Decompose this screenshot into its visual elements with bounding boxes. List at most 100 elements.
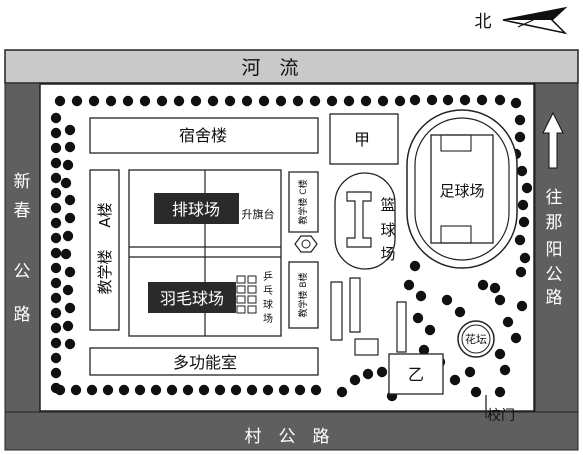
tree-icon <box>515 266 527 278</box>
tree-icon <box>310 384 322 396</box>
tree-icon <box>50 172 62 184</box>
multi-function-room-label: 多功能室 <box>173 353 237 372</box>
tree-icon <box>50 367 62 379</box>
tree-icon <box>516 300 528 312</box>
tree-icon <box>521 182 533 194</box>
tree-icon <box>198 384 210 396</box>
svg-text:那: 那 <box>546 213 563 233</box>
tree-icon <box>50 337 62 349</box>
tree-icon <box>360 95 372 107</box>
tree-icon <box>441 294 453 306</box>
tree-icon <box>64 194 76 206</box>
multi-function-room <box>89 347 319 376</box>
tree-icon <box>336 386 348 398</box>
tree-icon <box>349 374 361 386</box>
tree-icon <box>102 384 114 396</box>
walkway-curve <box>330 281 343 341</box>
tree-icon <box>224 95 236 107</box>
tree-icon <box>50 202 62 214</box>
tree-icon <box>516 165 528 177</box>
tree-icon <box>50 292 62 304</box>
school-gate-label: 校门 <box>487 407 515 424</box>
tree-icon <box>214 384 226 396</box>
west-road <box>4 82 41 431</box>
tree-icon <box>50 322 62 334</box>
tree-icon <box>394 95 406 107</box>
tree-icon <box>134 384 146 396</box>
tree-icon <box>519 252 531 264</box>
flower-bed-label: 花坛 <box>465 333 487 346</box>
tree-icon <box>64 266 76 278</box>
building-jia <box>329 113 399 165</box>
south-road <box>4 411 579 451</box>
svg-text:往: 往 <box>546 188 563 208</box>
tree-icon <box>166 384 178 396</box>
tree-icon <box>494 94 506 106</box>
tree-icon <box>376 366 388 378</box>
teaching-building-b <box>288 261 319 329</box>
tree-icon <box>412 312 424 324</box>
pavilion-hexagon-icon <box>294 235 318 253</box>
compass-label: 北 <box>475 12 492 32</box>
teaching-building-c-label: 教学楼 C楼 <box>297 179 309 224</box>
tree-icon <box>415 290 427 302</box>
badminton-court-label: 羽毛球场 <box>160 289 224 308</box>
tree-icon <box>449 374 461 386</box>
tree-icon <box>230 384 242 396</box>
tree-icon <box>262 384 274 396</box>
teaching-building-c <box>288 171 319 233</box>
tree-icon <box>510 332 522 344</box>
tree-icon <box>88 95 100 107</box>
tree-icon <box>294 384 306 396</box>
tree-icon <box>105 95 117 107</box>
tree-icon <box>207 95 219 107</box>
svg-text:路: 路 <box>546 288 563 308</box>
svg-text:春: 春 <box>14 201 31 221</box>
tree-icon <box>64 302 76 314</box>
tree-icon <box>464 366 476 378</box>
svg-text:乓: 乓 <box>263 284 273 297</box>
building-yi <box>388 353 444 395</box>
tree-icon <box>64 124 76 136</box>
river <box>4 49 579 84</box>
tree-icon <box>518 216 530 228</box>
tree-icon <box>292 95 304 107</box>
svg-text:公: 公 <box>14 262 31 282</box>
tree-icon <box>60 248 72 260</box>
tree-icon <box>514 131 526 143</box>
tree-icon <box>122 95 134 107</box>
tree-icon <box>476 94 488 106</box>
tree-icon <box>60 177 72 189</box>
tree-icon <box>62 230 74 242</box>
volleyball-court-label-box <box>154 193 239 224</box>
football-field <box>430 134 494 244</box>
tree-icon <box>494 348 506 360</box>
tree-icon <box>409 94 421 106</box>
tree-icon <box>50 112 62 124</box>
tree-icon <box>514 114 526 126</box>
tree-icon <box>64 338 76 350</box>
tree-icon <box>64 212 76 224</box>
svg-text:球: 球 <box>380 221 395 239</box>
basketball-court <box>334 172 396 270</box>
tree-icon <box>326 95 338 107</box>
tree-icon <box>477 279 489 291</box>
tree-icon <box>182 384 194 396</box>
tree-icon <box>494 294 506 306</box>
tree-icon <box>50 307 62 319</box>
tree-icon <box>454 306 466 318</box>
tree-icon <box>54 95 66 107</box>
svg-text:乒: 乒 <box>263 270 273 283</box>
tree-icon <box>258 95 270 107</box>
tree-icon <box>426 94 438 106</box>
tree-icon <box>50 262 62 274</box>
dormitory-label: 宿舍楼 <box>179 126 227 145</box>
tree-icon <box>502 316 514 328</box>
svg-text:场: 场 <box>263 312 273 325</box>
walkway-diagonal <box>396 301 407 353</box>
teaching-building-a-label: 教学楼 <box>96 249 114 294</box>
tree-icon <box>241 95 253 107</box>
tree-icon <box>362 368 374 380</box>
north-arrow-icon <box>502 6 568 35</box>
tree-icon <box>86 384 98 396</box>
